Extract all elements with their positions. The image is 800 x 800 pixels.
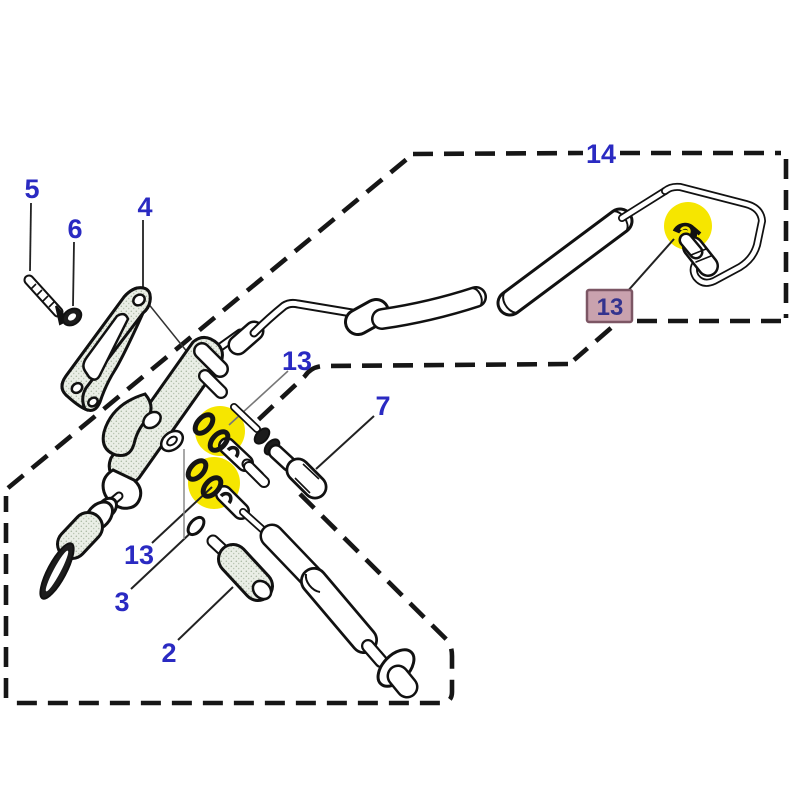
callout-2: 2	[161, 638, 176, 668]
callout-4: 4	[137, 192, 152, 222]
callout-13-boxed: 13	[597, 294, 624, 321]
part-6-washer	[61, 307, 83, 327]
callouts: 5 6 4 14 13 7 13 3 2	[24, 139, 616, 668]
part-14-hose-assembly	[207, 182, 767, 358]
callout-7: 7	[375, 391, 390, 421]
seal-ring	[39, 542, 75, 600]
part-4-bracket	[60, 286, 152, 412]
fuel-rail	[101, 336, 265, 520]
part-13-orings	[185, 412, 240, 505]
part-13-clip	[672, 222, 702, 239]
part-13-ref-box: 13	[585, 288, 634, 324]
callout-3: 3	[114, 587, 129, 617]
part-7-banjo-bolt	[230, 403, 328, 500]
highlight-circles	[188, 202, 712, 509]
callout-14: 14	[586, 139, 616, 169]
callout-13-lower: 13	[124, 540, 154, 570]
callout-5: 5	[24, 174, 39, 204]
part-3-oring	[186, 515, 206, 537]
injector-pipe	[239, 508, 419, 699]
part-2-sensor	[206, 534, 274, 602]
callout-6: 6	[67, 214, 82, 244]
callout-13-upper: 13	[282, 346, 312, 376]
dashed-boundary-lower-group	[3, 492, 455, 706]
dashed-boundary-upper-group	[6, 150, 789, 490]
pressure-regulator	[56, 491, 124, 560]
